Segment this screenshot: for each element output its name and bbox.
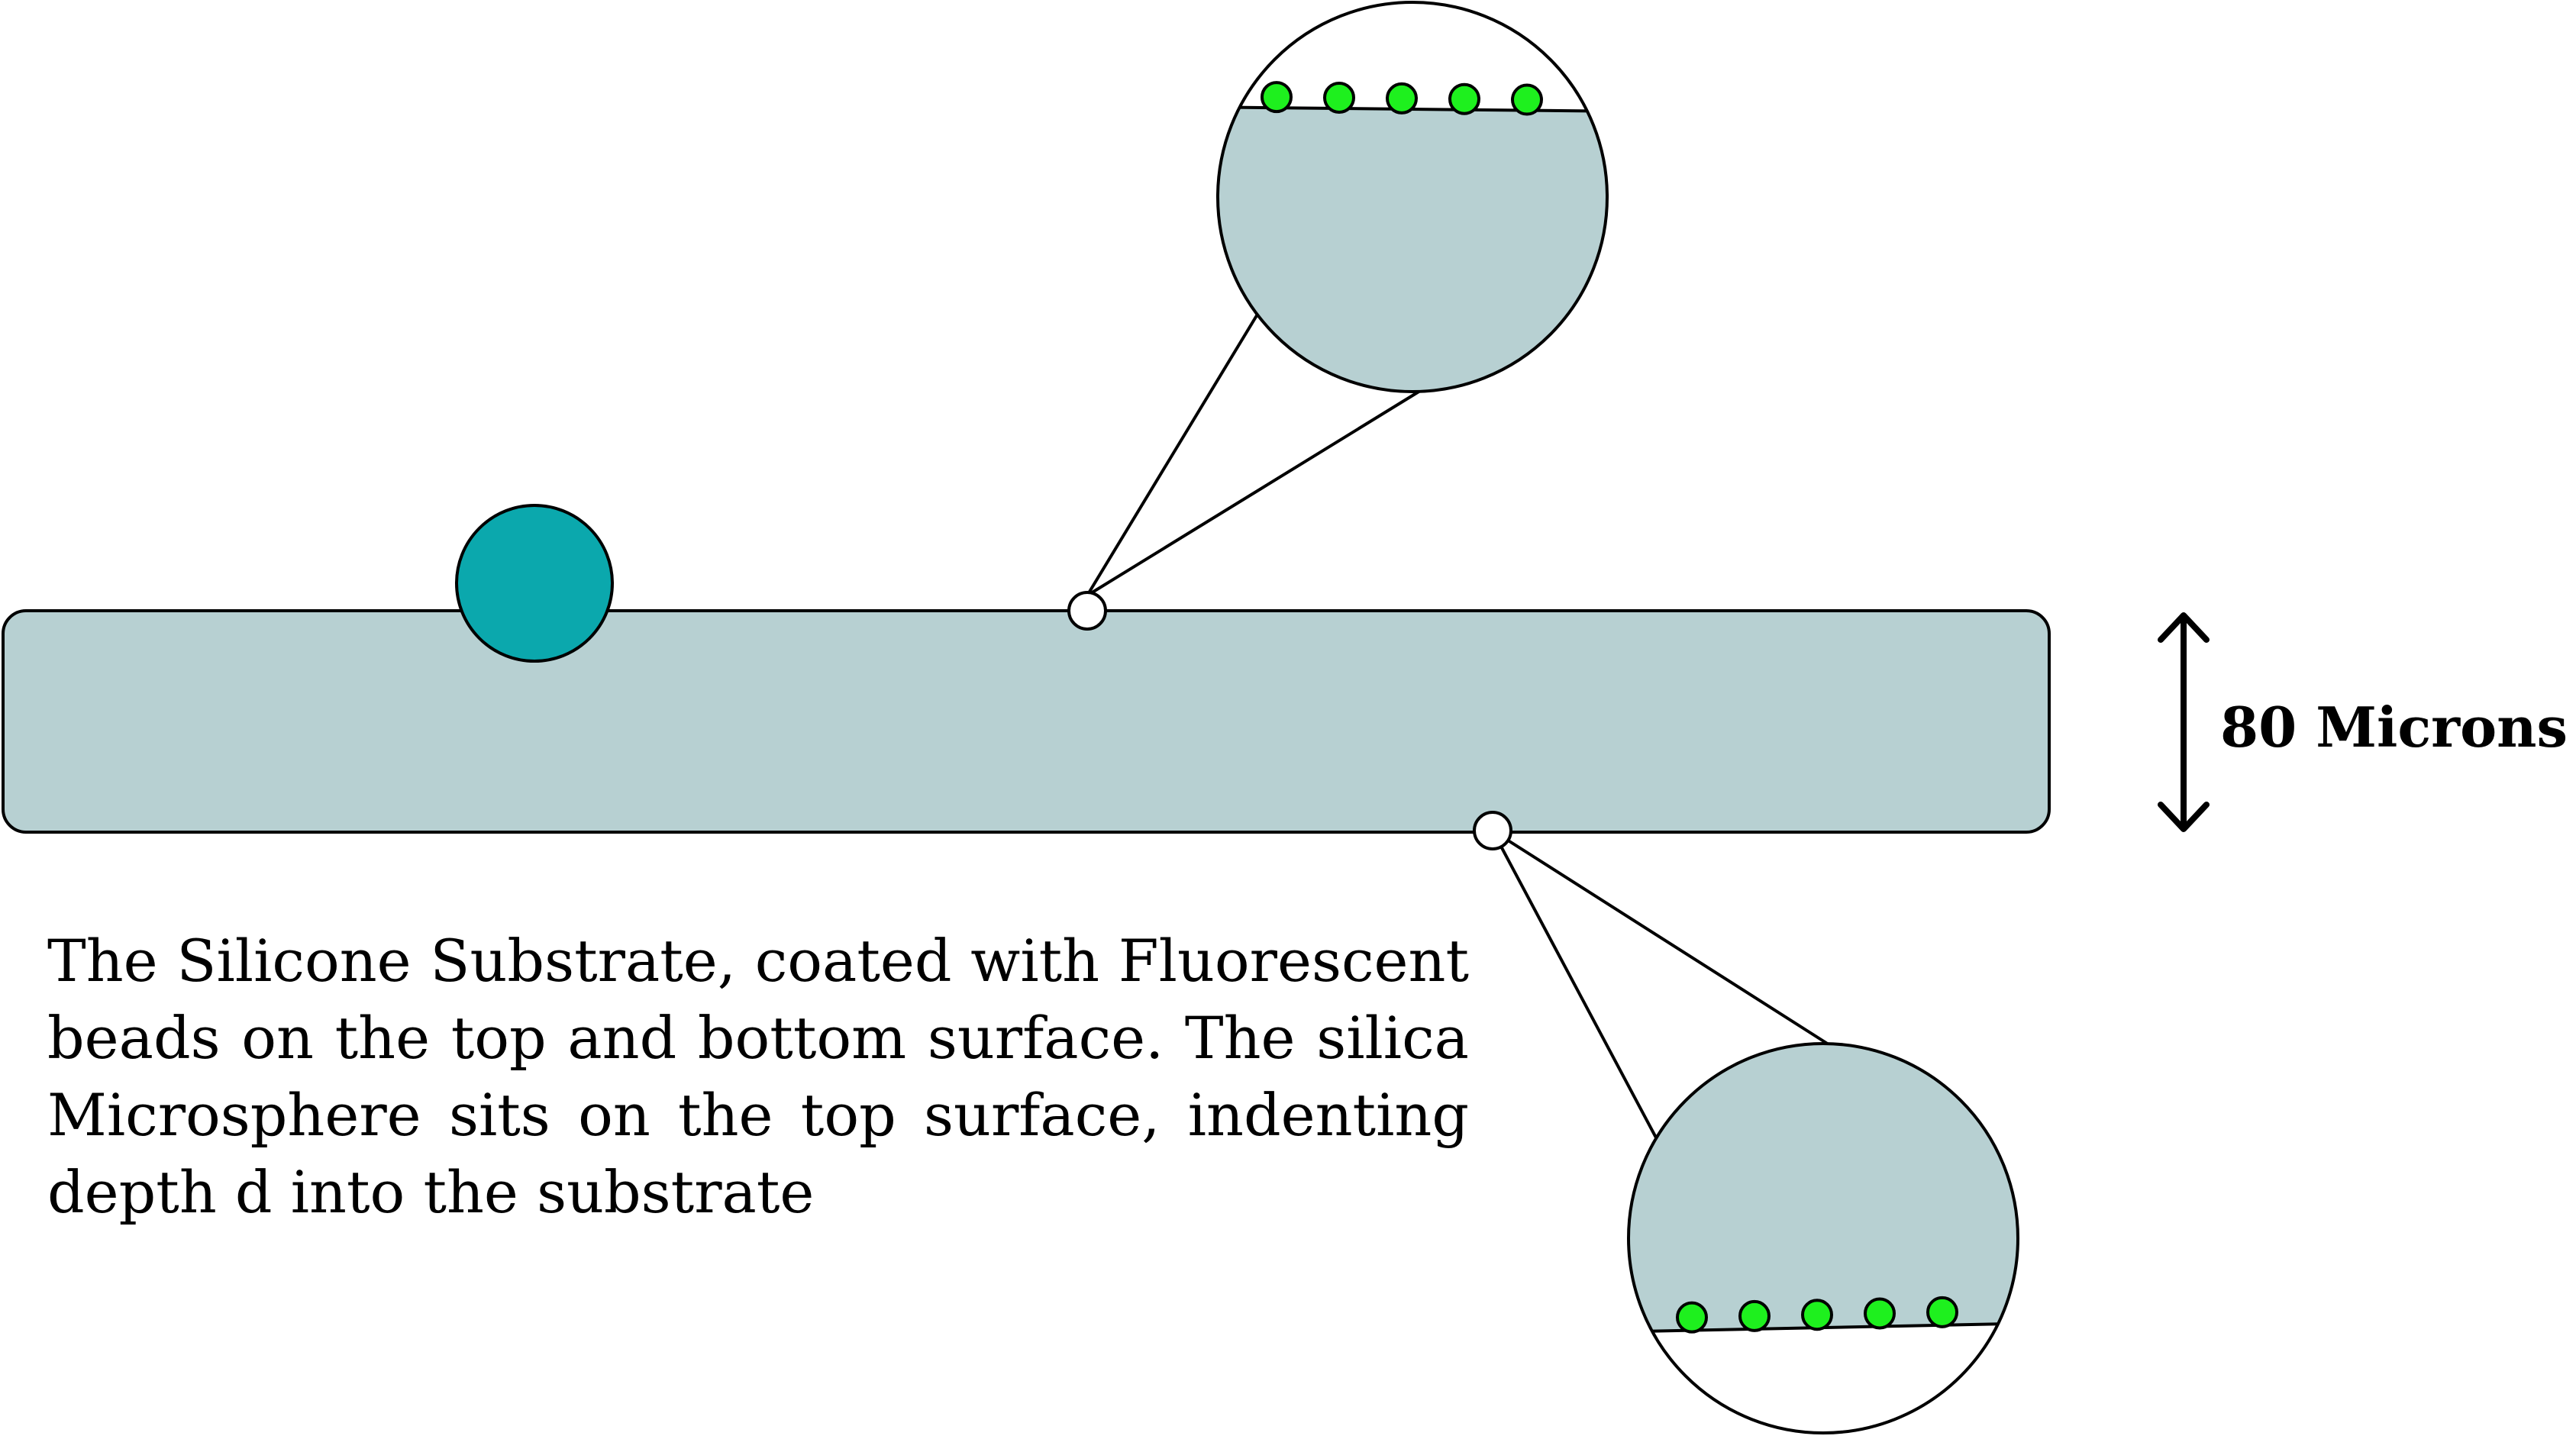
bottom-surface-bead-5	[1926, 1296, 1958, 1328]
bottom-surface-zoom-marker	[1473, 811, 1512, 850]
top-zoom-line-right	[1086, 389, 1422, 597]
bottom-surface-bead-2	[1738, 1299, 1771, 1332]
top-zoom-line-left	[1086, 311, 1260, 597]
top-surface-bead-5	[1511, 83, 1543, 116]
bottom-zoom-line-right	[1491, 829, 1830, 1046]
silica-microsphere	[455, 504, 614, 663]
bottom-surface-bead-1	[1676, 1301, 1708, 1334]
top-surface-inset	[1216, 1, 1609, 393]
top-surface-bead-1	[1261, 81, 1293, 114]
top-surface-bead-2	[1323, 82, 1355, 115]
top-surface-bead-3	[1386, 82, 1418, 115]
bottom-surface-bead-4	[1864, 1297, 1896, 1330]
silicone-substrate	[2, 609, 2051, 834]
bottom-zoom-line-left	[1491, 830, 1658, 1140]
top-surface-zoom-marker	[1067, 591, 1107, 631]
bottom-bead-layer	[1676, 1296, 1958, 1334]
thickness-label: 80 Microns	[2220, 695, 2568, 760]
thickness-arrow	[2158, 612, 2210, 832]
bottom-surface-bead-3	[1801, 1299, 1833, 1331]
top-surface-bead-4	[1448, 82, 1480, 115]
figure-caption: The Silicone Substrate, coated with Fluo…	[47, 927, 1469, 1226]
bottom-surface-inset	[1627, 1042, 2019, 1434]
top-bead-layer	[1261, 81, 1543, 116]
